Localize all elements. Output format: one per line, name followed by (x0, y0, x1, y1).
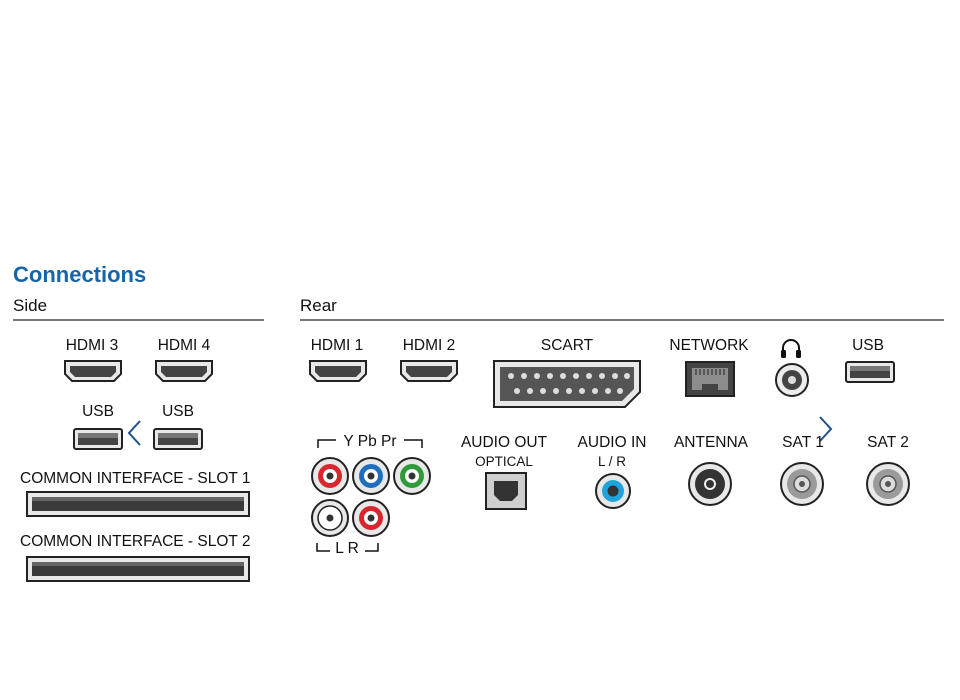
audio-in-label: AUDIO IN (577, 434, 647, 451)
hdmi4-label: HDMI 4 (157, 337, 211, 354)
headphones-icon (781, 339, 801, 358)
ci-slot1 (26, 491, 250, 517)
audio-out-sub-label: OPTICAL (475, 454, 533, 469)
page-title: Connections (13, 262, 147, 287)
ci-slot1-label: COMMON INTERFACE - SLOT 1 (20, 470, 251, 487)
rca-pb-jack (352, 457, 390, 495)
hdmi3-label: HDMI 3 (65, 337, 119, 354)
audio-bracket-right (365, 543, 379, 552)
rca-y-jack (311, 457, 349, 495)
rca-pr-jack (393, 457, 431, 495)
ci-slot2-label: COMMON INTERFACE - SLOT 2 (20, 533, 251, 550)
audio-out-label: AUDIO OUT (460, 434, 548, 451)
hdmi1-label: HDMI 1 (310, 337, 364, 354)
hdmi1-port (309, 360, 367, 382)
optical-port (485, 472, 527, 510)
rear-usb-label: USB (852, 337, 884, 354)
chevron-right-icon[interactable] (815, 414, 835, 444)
scart-label: SCART (540, 337, 594, 354)
side-usb-port-1 (73, 428, 123, 450)
component-bracket-left (317, 439, 336, 448)
chevron-left-icon[interactable] (125, 418, 145, 448)
hdmi4-port (155, 360, 213, 382)
side-heading: Side (13, 296, 48, 315)
audio-in-jack (595, 473, 631, 509)
hdmi2-label: HDMI 2 (402, 337, 456, 354)
network-label: NETWORK (669, 337, 749, 354)
hdmi2-port (400, 360, 458, 382)
sat1-port (780, 462, 824, 506)
rear-divider (300, 319, 944, 321)
side-usb-port-2 (153, 428, 203, 450)
sat2-port (866, 462, 910, 506)
side-divider (13, 319, 264, 321)
ci-slot2 (26, 556, 250, 582)
component-bracket-right (404, 439, 423, 448)
sat2-label: SAT 2 (867, 434, 909, 451)
rca-audio-l-jack (311, 499, 349, 537)
rca-audio-r-jack (352, 499, 390, 537)
antenna-label: ANTENNA (673, 434, 749, 451)
audio-lr-label: L R (335, 540, 359, 557)
side-usb-label-1: USB (82, 403, 114, 420)
sat1-label: SAT 1 (782, 434, 824, 451)
audio-in-sub-label: L / R (597, 454, 626, 469)
component-label: Y Pb Pr (343, 433, 397, 450)
rear-heading: Rear (300, 296, 337, 315)
headphone-jack (775, 363, 809, 397)
antenna-port (688, 462, 732, 506)
rear-usb-port (845, 361, 895, 383)
scart-port (493, 360, 641, 408)
hdmi3-port (64, 360, 122, 382)
side-usb-label-2: USB (162, 403, 194, 420)
network-port (685, 361, 735, 397)
audio-bracket-left (316, 543, 330, 552)
